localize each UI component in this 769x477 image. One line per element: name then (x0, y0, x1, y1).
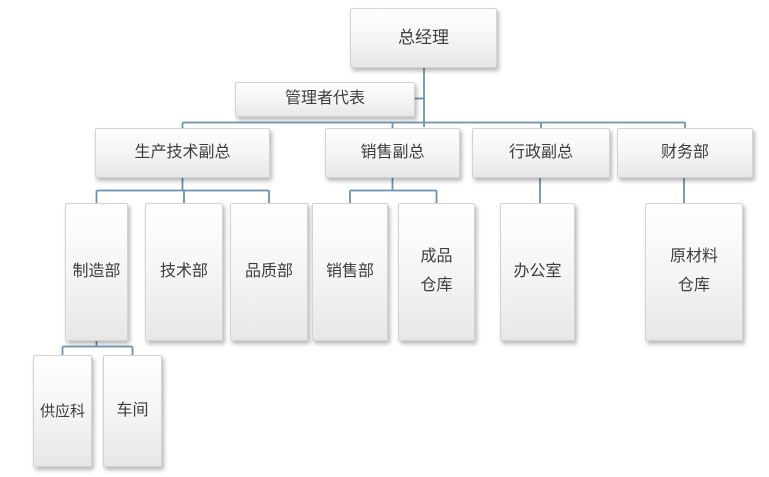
node-technology-dept: 技术部 (145, 203, 223, 341)
node-finance-dept: 财务部 (617, 128, 753, 178)
node-label-line: 成品 (420, 248, 453, 266)
node-manufacturing-dept: 制造部 (65, 203, 128, 341)
node-label: 销售部 (325, 262, 374, 280)
node-label: 财务部 (660, 143, 709, 161)
node-label: 制造部 (72, 262, 121, 280)
node-label: 品质部 (244, 262, 293, 280)
node-finished-goods-warehouse: 成品 仓库 (398, 203, 475, 341)
node-label: 生产技术副总 (134, 143, 231, 161)
node-label: 行政副总 (508, 143, 573, 161)
node-production-tech-vp: 生产技术副总 (95, 128, 270, 178)
node-label: 车间 (116, 401, 149, 419)
node-management-rep: 管理者代表 (235, 82, 415, 117)
node-sales-dept: 销售部 (312, 203, 388, 341)
node-label: 成品 仓库 (420, 243, 452, 301)
node-workshop: 车间 (103, 355, 162, 467)
node-label: 原材料 仓库 (670, 243, 718, 301)
node-label: 办公室 (513, 262, 562, 280)
node-sales-vp: 销售副总 (325, 128, 460, 178)
node-supply-section: 供应科 (33, 355, 92, 467)
node-label: 技术部 (159, 262, 208, 280)
node-label: 总经理 (398, 27, 449, 47)
node-label: 销售副总 (360, 143, 425, 161)
node-general-manager: 总经理 (350, 8, 497, 68)
node-label: 管理者代表 (284, 90, 365, 108)
node-label: 供应科 (39, 402, 85, 420)
node-admin-vp: 行政副总 (472, 128, 610, 178)
node-office: 办公室 (500, 203, 575, 341)
node-label-line: 仓库 (677, 277, 710, 294)
node-label-line: 仓库 (420, 277, 453, 294)
node-raw-material-warehouse: 原材料 仓库 (645, 203, 743, 341)
node-label-line: 原材料 (669, 248, 718, 266)
node-quality-dept: 品质部 (230, 203, 308, 341)
